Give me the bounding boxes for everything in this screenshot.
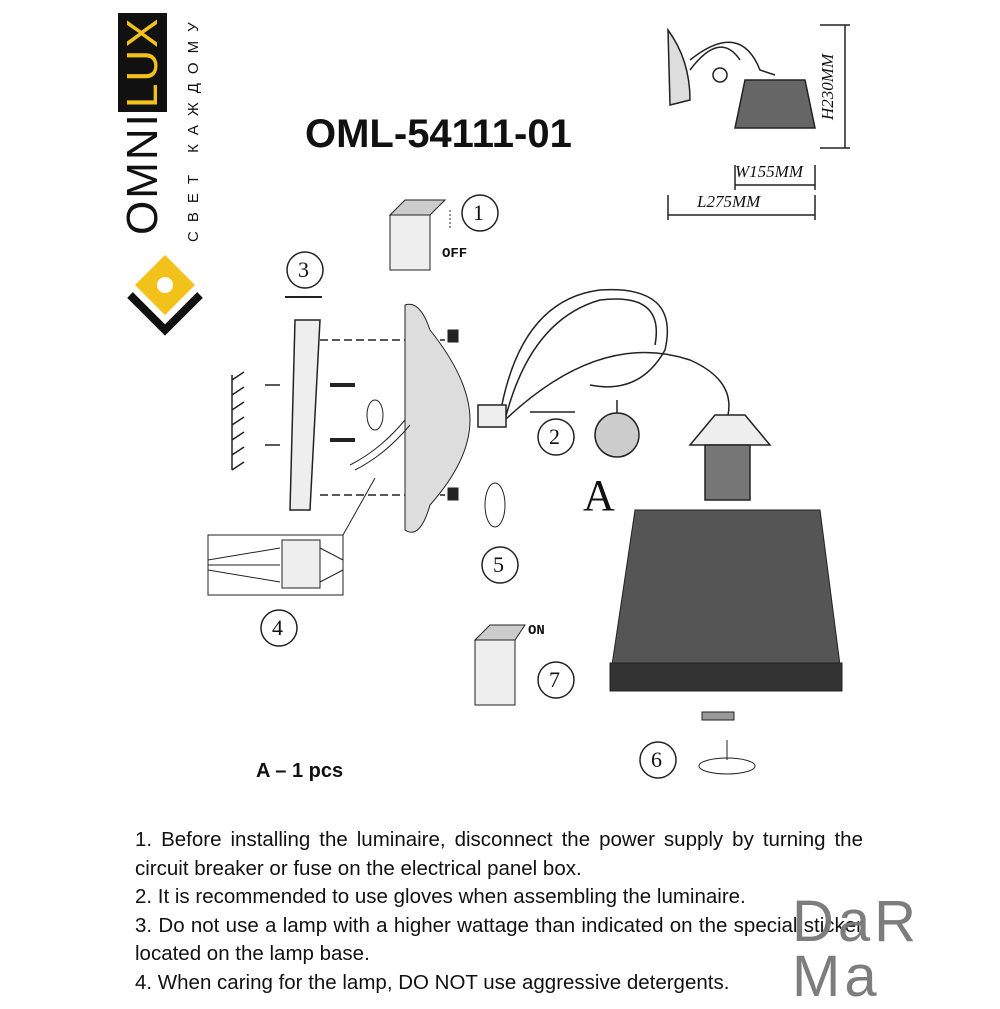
mounting-plate (231, 296, 445, 511)
brand-tagline: СВЕТ КАЖДОМУ (185, 13, 202, 242)
watermark-line-2: Ma (792, 944, 881, 1009)
switch-off-label: OFF (442, 246, 468, 262)
watermark-line-1: DaR (792, 889, 921, 954)
brand-logo: OMNILUX (118, 12, 168, 235)
logo-mark (127, 255, 203, 336)
step-6-label: 6 (651, 747, 662, 772)
step-circle-2 (537, 418, 575, 456)
dimension-width: W155MM (735, 162, 803, 181)
instruction-2: 2. It is recommended to use gloves when … (135, 885, 746, 908)
step-circle-3 (286, 251, 324, 289)
step-7-label: 7 (549, 667, 560, 692)
switch-on-label: ON (528, 623, 545, 639)
product-thumbnail (667, 24, 850, 220)
parts-count: A – 1 pcs (256, 760, 344, 782)
wire-connector-detail (207, 477, 376, 596)
step-5-label: 5 (493, 552, 504, 577)
brand-name-omni: OMNI (118, 112, 167, 235)
step-circle-7 (537, 661, 575, 699)
step-4-label: 4 (272, 615, 283, 640)
lamp-arm (477, 288, 772, 501)
step-circle-5 (481, 546, 519, 584)
part-letter-a: A (583, 471, 615, 520)
page-title: OML-54111-01 (305, 112, 572, 156)
instructions-list: 1. Before installing the luminaire, disc… (135, 826, 863, 997)
lamp-shade (609, 509, 843, 775)
switch-off-illustration (388, 199, 451, 271)
step-circle-1 (461, 194, 499, 232)
step-3-label: 3 (298, 257, 309, 282)
instruction-1: 1. Before installing the luminaire, disc… (135, 828, 863, 880)
instruction-4: 4. When caring for the lamp, DO NOT use … (135, 970, 730, 994)
step-1-label: 1 (473, 200, 484, 225)
canopy (349, 303, 471, 533)
brand-name-lux: LUX (118, 12, 167, 113)
step-circle-6 (639, 741, 677, 779)
rotation-arrows (366, 399, 506, 528)
switch-on-illustration (473, 624, 526, 706)
step-2-label: 2 (549, 424, 560, 449)
dimension-length: L275MM (697, 192, 761, 211)
instruction-3: 3. Do not use a lamp with a higher watta… (135, 913, 863, 966)
dimension-height: H230MM (818, 53, 837, 120)
step-circle-4 (260, 609, 298, 647)
